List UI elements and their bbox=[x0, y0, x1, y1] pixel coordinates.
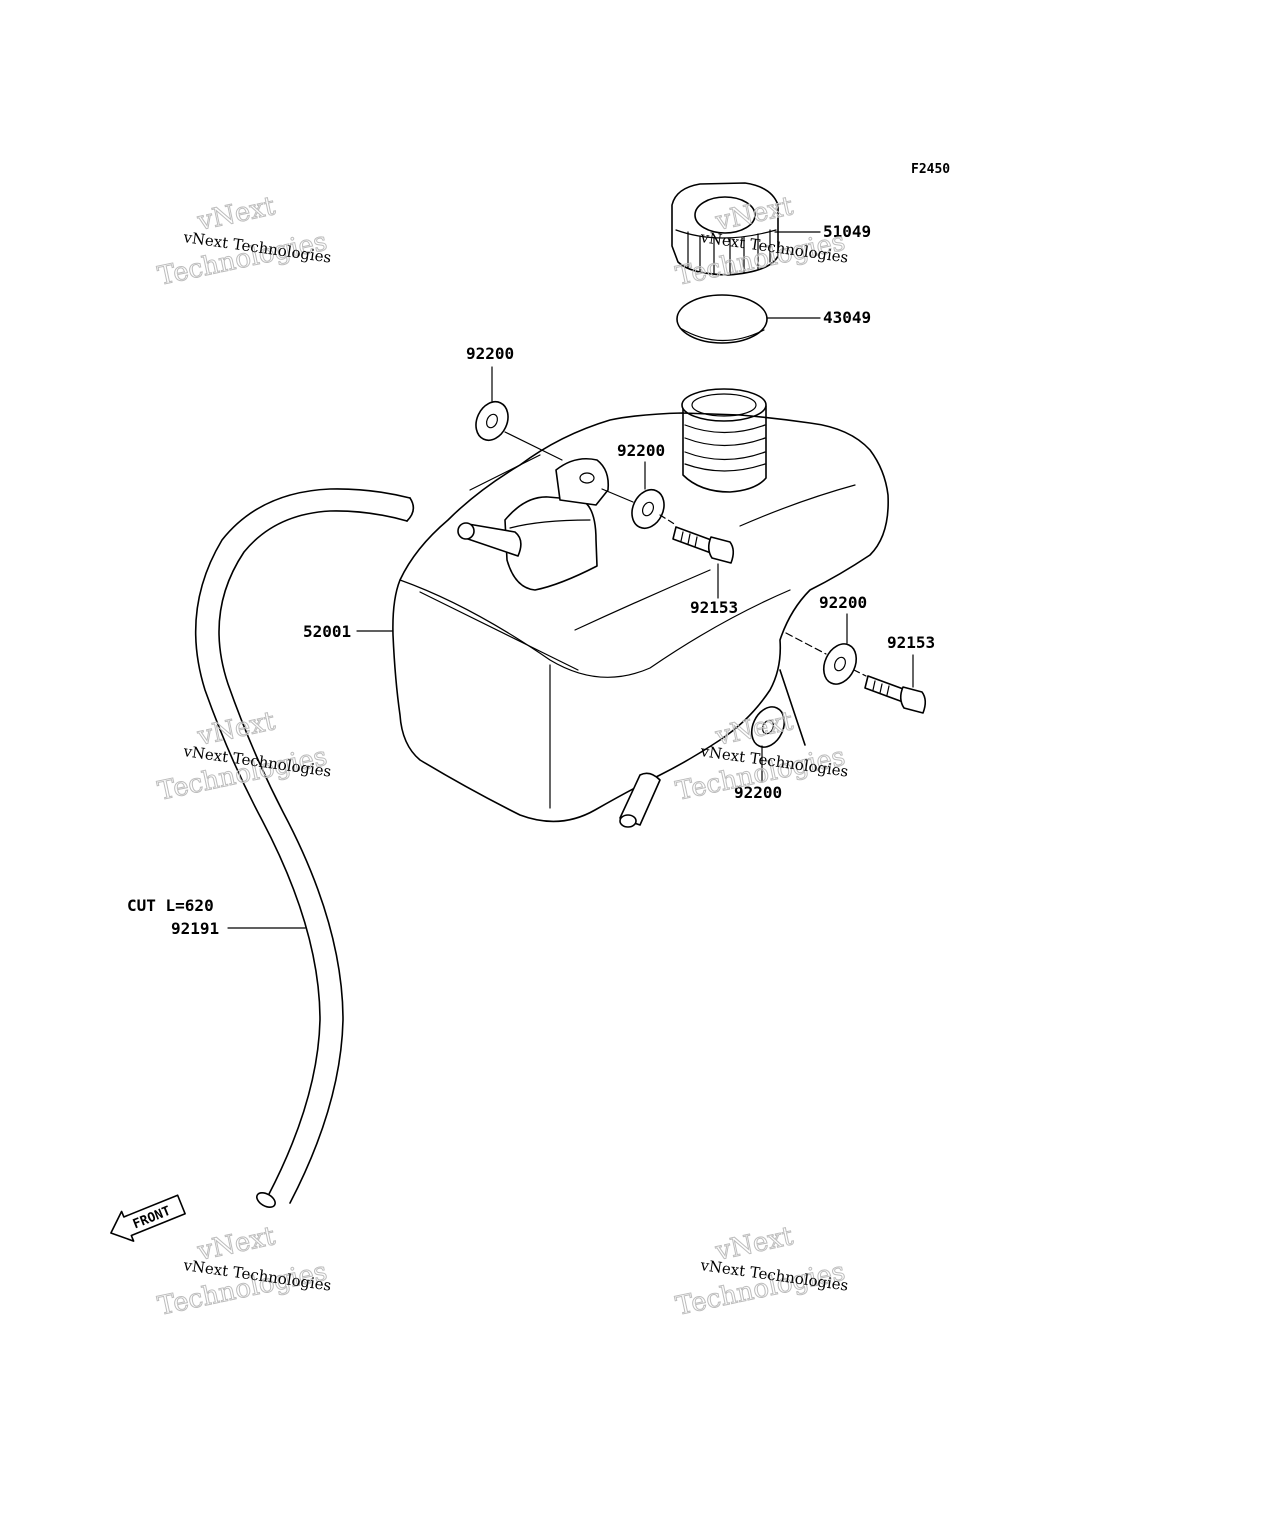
label-cap: 51049 bbox=[823, 222, 871, 241]
label-hose-cut: CUT L=620 bbox=[127, 896, 214, 915]
figure-id: F2450 bbox=[911, 162, 950, 177]
fuel-hose[interactable] bbox=[194, 488, 415, 1210]
filler-neck bbox=[681, 388, 767, 493]
watermark-mid-left: vNext Technologies vNext Technologies bbox=[155, 706, 333, 808]
bolt-right[interactable] bbox=[864, 675, 927, 714]
fuel-tank[interactable] bbox=[392, 412, 889, 828]
front-arrow-icon: FRONT bbox=[110, 1194, 186, 1242]
label-washer-bottom: 92200 bbox=[734, 783, 782, 802]
label-hose: 92191 bbox=[171, 919, 219, 938]
washer-right[interactable] bbox=[818, 639, 863, 690]
svg-text:vNext: vNext bbox=[194, 191, 278, 237]
washer-upper[interactable] bbox=[626, 485, 670, 534]
label-bolt-right: 92153 bbox=[887, 633, 935, 652]
cap-gasket[interactable] bbox=[676, 294, 768, 344]
label-washer-top: 92200 bbox=[466, 344, 514, 363]
washer-bottom[interactable] bbox=[746, 702, 791, 753]
label-washer-upper: 92200 bbox=[617, 441, 665, 460]
bolt-upper[interactable] bbox=[672, 526, 735, 564]
watermark-bottom-left: vNext Technologies vNext Technologies bbox=[155, 1221, 333, 1323]
leader-lines bbox=[227, 231, 914, 929]
watermark-top-left: vNext Technologies vNext Technologies bbox=[155, 191, 333, 293]
watermark-bottom-right: vNext Technologies vNext Technologies bbox=[673, 1221, 850, 1323]
label-washer-right: 92200 bbox=[819, 593, 867, 612]
label-bolt-upper: 92153 bbox=[690, 598, 738, 617]
label-gasket: 43049 bbox=[823, 308, 871, 327]
label-tank: 52001 bbox=[303, 622, 351, 641]
fuel-cap[interactable] bbox=[671, 182, 779, 276]
washer-top[interactable] bbox=[470, 397, 514, 446]
